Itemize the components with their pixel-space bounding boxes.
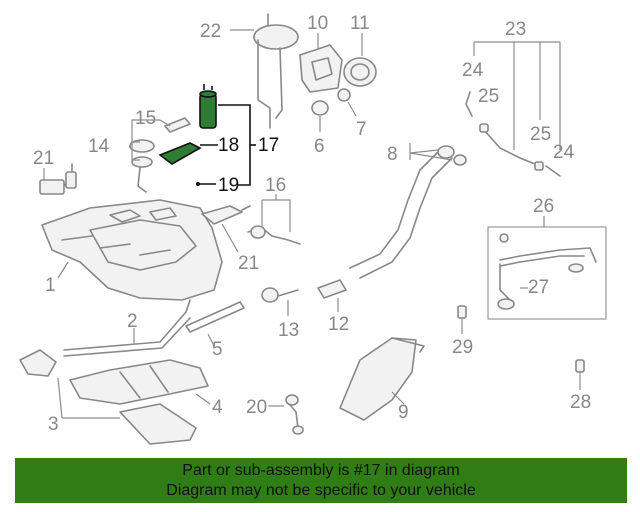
part-13-valve[interactable] bbox=[261, 287, 299, 303]
callout-23[interactable]: 23 bbox=[505, 19, 526, 40]
part-29-clip[interactable] bbox=[457, 305, 467, 319]
callout-19[interactable]: 19 bbox=[218, 175, 239, 196]
part-20-bracket[interactable] bbox=[285, 394, 304, 435]
leader-8 bbox=[409, 143, 453, 161]
part-8-filler-pipe[interactable] bbox=[349, 145, 467, 279]
leader-3 bbox=[57, 377, 120, 419]
part-16-vent-valve[interactable] bbox=[247, 225, 301, 245]
leader-17-bottom bbox=[238, 145, 251, 186]
callout-24a[interactable]: 24 bbox=[462, 60, 484, 81]
callout-1[interactable]: 1 bbox=[45, 275, 56, 296]
leader-14 bbox=[131, 119, 160, 161]
part-12-hose[interactable] bbox=[317, 279, 347, 299]
part-25-clamp[interactable] bbox=[479, 123, 544, 171]
callout-28[interactable]: 28 bbox=[570, 392, 591, 413]
part-info-banner: Part or sub-assembly is #17 in diagram D… bbox=[15, 458, 627, 503]
callout-15[interactable]: 15 bbox=[135, 108, 156, 129]
callout-6[interactable]: 6 bbox=[314, 136, 325, 157]
callout-21b[interactable]: 21 bbox=[238, 253, 259, 274]
callout-2[interactable]: 2 bbox=[127, 311, 138, 332]
callout-22[interactable]: 22 bbox=[200, 21, 221, 42]
callout-5[interactable]: 5 bbox=[212, 339, 223, 360]
part-2-strap[interactable] bbox=[63, 299, 191, 357]
callout-17[interactable]: 17 bbox=[258, 135, 279, 156]
banner-line-1: Part or sub-assembly is #17 in diagram bbox=[182, 462, 460, 479]
callout-18[interactable]: 18 bbox=[218, 135, 239, 156]
part-18-filter[interactable] bbox=[158, 142, 202, 165]
part-9-shield[interactable] bbox=[339, 337, 425, 421]
callout-7[interactable]: 7 bbox=[356, 119, 367, 140]
part-10-pump-cover[interactable] bbox=[299, 44, 343, 93]
leader-1 bbox=[57, 261, 69, 279]
callout-3[interactable]: 3 bbox=[48, 414, 59, 435]
part-22-pump-bracket[interactable] bbox=[253, 13, 299, 129]
callout-20[interactable]: 20 bbox=[246, 397, 267, 418]
leader-5 bbox=[207, 333, 215, 347]
callout-14[interactable]: 14 bbox=[88, 136, 110, 157]
part-14-sender-gauge[interactable] bbox=[129, 139, 155, 193]
callout-25a[interactable]: 25 bbox=[478, 86, 499, 107]
part-11-gasket[interactable] bbox=[343, 57, 377, 87]
part-23-hose-set[interactable] bbox=[483, 129, 561, 177]
part-17-fuel-pump[interactable] bbox=[199, 84, 217, 129]
part-3-protector[interactable] bbox=[19, 349, 197, 445]
leader-16 bbox=[261, 194, 291, 232]
callout-13[interactable]: 13 bbox=[278, 320, 299, 341]
callout-10[interactable]: 10 bbox=[307, 13, 328, 34]
part-27-tube-assembly[interactable] bbox=[497, 233, 597, 310]
part-4-protector[interactable] bbox=[69, 359, 209, 405]
callout-12[interactable]: 12 bbox=[328, 314, 349, 335]
callout-25b[interactable]: 25 bbox=[530, 124, 551, 145]
callout-24b[interactable]: 24 bbox=[553, 142, 575, 163]
leader-21b bbox=[221, 223, 239, 253]
callout-27[interactable]: 27 bbox=[528, 277, 549, 298]
leader-15 bbox=[159, 119, 171, 127]
part-19-marker bbox=[196, 182, 200, 186]
callout-8[interactable]: 8 bbox=[387, 144, 398, 165]
leader-23 bbox=[473, 41, 561, 150]
leader-4 bbox=[195, 393, 211, 405]
callout-26[interactable]: 26 bbox=[533, 196, 554, 217]
part-24-hose-left[interactable] bbox=[465, 91, 473, 117]
leader-9 bbox=[391, 391, 405, 405]
callout-9[interactable]: 9 bbox=[398, 402, 409, 423]
callout-16[interactable]: 16 bbox=[265, 175, 286, 196]
callout-21a[interactable]: 21 bbox=[33, 148, 54, 169]
part-21-sensor-left[interactable] bbox=[39, 163, 77, 195]
leader-7 bbox=[347, 101, 357, 117]
part-5-strap[interactable] bbox=[185, 301, 245, 333]
part-1-fuel-tank[interactable] bbox=[41, 199, 223, 301]
part-15-sender-clip[interactable] bbox=[164, 117, 191, 133]
part-21-sensor-center[interactable] bbox=[201, 205, 251, 225]
part-26-kit-box[interactable] bbox=[487, 226, 607, 320]
part-6-retainer[interactable] bbox=[311, 100, 329, 116]
exploded-parts-diagram: 22 10 11 6 7 17 18 19 bbox=[19, 13, 607, 445]
banner-line-2: Diagram may not be specific to your vehi… bbox=[166, 482, 476, 499]
callout-4[interactable]: 4 bbox=[212, 397, 223, 418]
callout-11[interactable]: 11 bbox=[350, 13, 370, 34]
leader-17-top bbox=[218, 104, 251, 145]
part-28-clip[interactable] bbox=[575, 359, 585, 373]
callout-29[interactable]: 29 bbox=[452, 337, 473, 358]
part-7-clip[interactable] bbox=[337, 88, 351, 102]
